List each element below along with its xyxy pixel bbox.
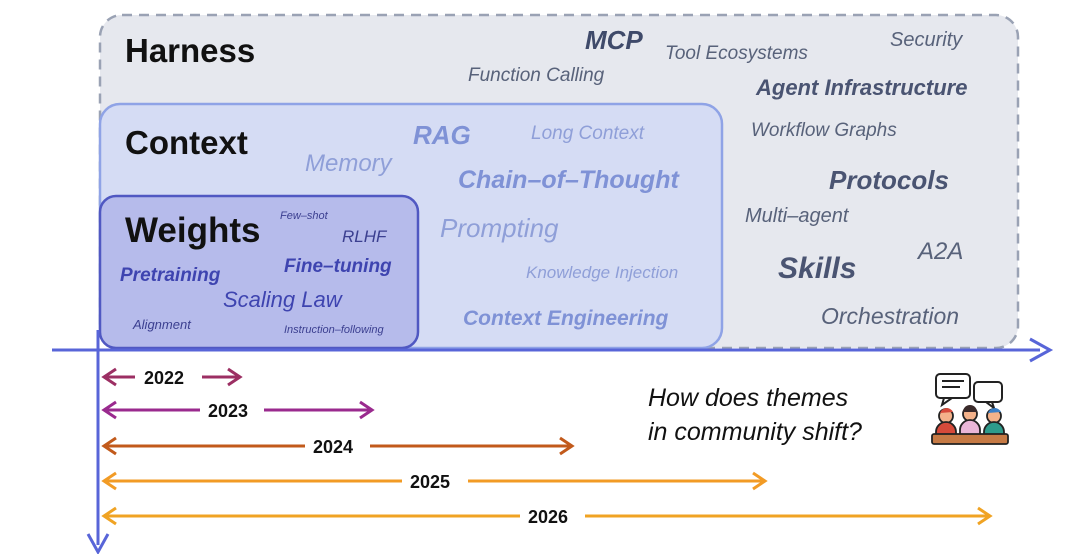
keyword-long-context: Long Context — [531, 123, 645, 144]
year-label-2026: 2026 — [522, 508, 575, 526]
keyword-alignment: Alignment — [133, 317, 191, 332]
community-discussion-icon — [931, 373, 1009, 445]
keyword-instruction-following: Instruction–following — [284, 324, 384, 336]
question-line-2: in community shift? — [648, 418, 862, 446]
keyword-chain-of-thought: Chain–of–Thought — [458, 166, 679, 194]
keyword-skills: Skills — [778, 252, 857, 285]
keyword-tool-ecosystems: Tool Ecosystems — [665, 43, 808, 64]
keyword-rag: RAG — [413, 120, 471, 150]
keyword-memory: Memory — [305, 150, 392, 177]
keyword-prompting: Prompting — [440, 213, 559, 243]
keyword-agent-infrastructure: Agent Infrastructure — [756, 75, 968, 100]
keyword-protocols: Protocols — [829, 165, 949, 195]
arrow-2023 — [101, 400, 375, 420]
keyword-rlhf: RLHF — [342, 227, 387, 246]
keyword-a2a: A2A — [918, 238, 964, 265]
arrow-2026 — [101, 506, 993, 526]
year-label-2022: 2022 — [138, 369, 191, 387]
harness-title: Harness — [125, 32, 256, 69]
x-axis-arrowhead — [1029, 337, 1054, 363]
keyword-workflow-graphs: Workflow Graphs — [751, 120, 897, 141]
year-label-2025: 2025 — [404, 473, 457, 491]
weights-box — [98, 194, 420, 350]
year-label-2024: 2024 — [307, 438, 360, 456]
arrow-2025 — [101, 471, 768, 491]
keyword-mcp: MCP — [585, 25, 643, 55]
year-label-2023: 2023 — [202, 402, 255, 420]
question-line-1: How does themes — [648, 384, 849, 412]
keyword-few-shot: Few–shot — [280, 210, 328, 222]
keyword-pretraining: Pretraining — [120, 265, 221, 286]
keyword-knowledge-injection: Knowledge Injection — [526, 263, 679, 282]
y-axis-arrowhead — [86, 533, 110, 554]
keyword-fine-tuning: Fine–tuning — [284, 256, 392, 277]
keyword-security: Security — [890, 29, 963, 51]
keyword-function-calling: Function Calling — [468, 65, 605, 86]
keyword-multi-agent: Multi–agent — [745, 205, 849, 227]
keyword-context-engineering: Context Engineering — [463, 307, 669, 330]
keyword-orchestration: Orchestration — [821, 303, 960, 329]
keyword-scaling-law: Scaling Law — [223, 287, 342, 312]
weights-title: Weights — [125, 211, 261, 250]
arrow-2022 — [101, 367, 243, 387]
arrow-2024 — [101, 436, 575, 456]
context-title: Context — [125, 124, 248, 161]
